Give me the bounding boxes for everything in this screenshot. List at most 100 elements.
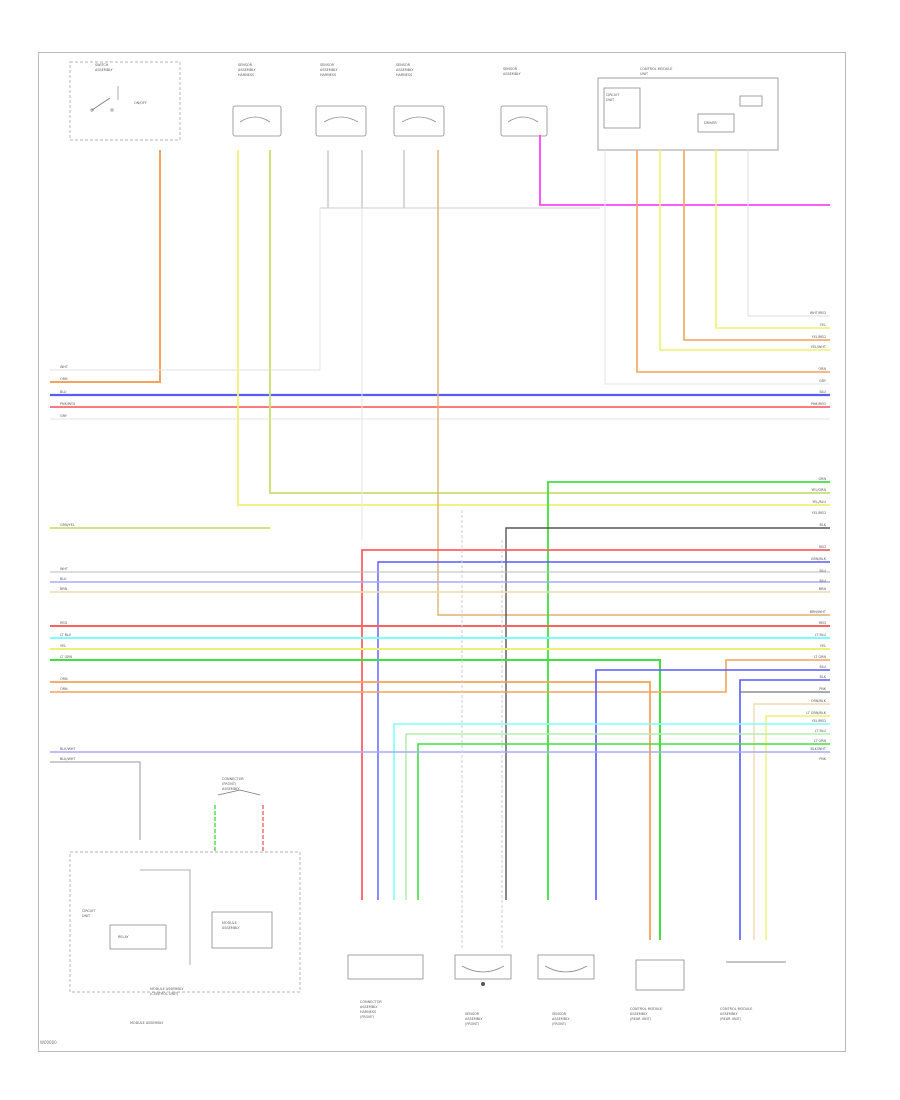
sensor-d-title-1: SENSOR xyxy=(503,67,518,71)
left-wire-label: LT GRN xyxy=(60,655,73,659)
bl-caption-1: MODULE ASSEMBLY xyxy=(150,987,184,991)
left-wire-label: BRN xyxy=(60,587,68,591)
right-wire-label: GRY xyxy=(819,379,827,383)
right-wire-label: BLU xyxy=(819,579,826,583)
bottom-sensor-2: SENSOR ASSEMBLY (FRONT) xyxy=(537,954,595,1026)
right-wire-label: LT GRN/BLK xyxy=(806,711,826,715)
bm1-1: CONTROL MODULE xyxy=(630,1007,662,1011)
left-wire-label: BLK/WHT xyxy=(60,757,76,761)
right-wire-label: YEL/GRN xyxy=(811,488,826,492)
right-wire-label: LT BLU xyxy=(815,729,827,733)
bottom-module-1: CONTROL MODULE ASSEMBLY (REAR UNIT) xyxy=(630,959,685,1021)
bc1-4: (FRONT) xyxy=(360,1015,375,1019)
right-wire-label: GRN/BLK xyxy=(811,557,827,561)
left-wire-label: YEL xyxy=(60,644,66,648)
sensor-c-title-1: SENSOR xyxy=(396,63,411,67)
right-wire-label: BLK xyxy=(820,675,827,679)
right-wire-label: WHT/RED xyxy=(810,311,827,315)
ct-1: CONNECTOR xyxy=(222,777,244,781)
bm2-2: ASSEMBLY xyxy=(720,1012,738,1016)
right-wire-label: ORN xyxy=(818,367,826,371)
bl-footer: MODULE ASSEMBLY xyxy=(130,1021,164,1025)
switch-mark: ON/OFF xyxy=(134,101,147,105)
sensor-a: SENSOR ASSEMBLY HARNESS xyxy=(232,63,282,137)
sensor-c-title-3: HARNESS xyxy=(396,73,412,77)
right-wire-label: YEL/RED xyxy=(812,335,827,339)
right-wire-label: BLK/WHT xyxy=(810,747,826,751)
left-wire-label: WHT xyxy=(60,567,69,571)
sensor-a-title-2: ASSEMBLY xyxy=(238,68,256,72)
bl-box-1: MODULE xyxy=(222,921,237,925)
sensor-b-title-1: SENSOR xyxy=(320,63,335,67)
right-wire-label: YEL/RED xyxy=(812,511,827,515)
bottom-module-2: CONTROL MODULE ASSEMBLY (REAR UNIT) xyxy=(720,961,786,1021)
right-wire-label: RED xyxy=(819,621,826,625)
ct-2: (FRONT) xyxy=(222,782,237,786)
bl-inner-1: CIRCUIT xyxy=(82,909,96,913)
right-wire-label: BRN/WHT xyxy=(810,610,827,614)
bc1-3: HARNESS xyxy=(360,1010,376,1014)
figure-id: W00000 xyxy=(40,1040,57,1045)
right-wire-label: LT GRN xyxy=(814,739,827,743)
left-wire-label: WHT xyxy=(60,365,69,369)
left-wire-label: BLU xyxy=(60,390,67,394)
bc1-2: ASSEMBLY xyxy=(360,1005,378,1009)
right-wire-label: BLK xyxy=(820,523,827,527)
right-wire-label: ORN/BLK xyxy=(811,699,827,703)
right-wire-label: PNK/RED xyxy=(811,402,826,406)
bs1-3: (FRONT) xyxy=(465,1022,480,1026)
right-wire-label: BRN xyxy=(819,587,827,591)
bottom-sensor-1: SENSOR ASSEMBLY (FRONT) xyxy=(454,954,512,1026)
right-wire-label: RED xyxy=(819,545,826,549)
ct-3: ASSEMBLY xyxy=(222,787,240,791)
left-wire-label: ORN xyxy=(60,377,68,381)
bl-caption-2: (CONTROL UNIT) xyxy=(150,992,179,996)
left-wire-label: GRN/YEL xyxy=(60,523,75,527)
switch-title-1: SWITCH xyxy=(95,63,109,67)
right-wire-label: BLU xyxy=(819,390,826,394)
switch-assembly: SWITCH ASSEMBLY ON/OFF xyxy=(69,61,181,141)
bl-box-2: ASSEMBLY xyxy=(222,926,240,930)
sensor-c: SENSOR ASSEMBLY HARNESS xyxy=(393,63,445,137)
left-wire-label: ORN xyxy=(60,677,68,681)
right-wire-label: BLU xyxy=(819,569,826,573)
bottom-connector-1: CONNECTOR ASSEMBLY HARNESS (FRONT) xyxy=(347,954,424,1019)
right-wire-label: YEL/BLU xyxy=(812,500,826,504)
sensor-c-title-2: ASSEMBLY xyxy=(396,68,414,72)
left-wire-label: GRY xyxy=(60,414,68,418)
bc1-1: CONNECTOR xyxy=(360,1000,382,1004)
bs1-1: SENSOR xyxy=(465,1012,480,1016)
bottom-left-module: CIRCUIT UNIT RELAY MODULE ASSEMBLY MODUL… xyxy=(69,851,301,1025)
bm2-3: (REAR UNIT) xyxy=(720,1017,742,1021)
right-wire-label: PNK xyxy=(819,757,827,761)
sensor-a-title-3: HARNESS xyxy=(238,73,254,77)
connector-top-label: CONNECTOR (FRONT) ASSEMBLY xyxy=(222,777,244,791)
control-module-top: CONTROL MODULE UNIT CIRCUIT UNIT DRIVER xyxy=(597,67,779,151)
bs2-3: (FRONT) xyxy=(552,1022,567,1026)
left-wire-label: BLU xyxy=(60,577,67,581)
right-wire-label: LT GRN xyxy=(814,655,827,659)
left-wire-label: BLK/WHT xyxy=(60,747,76,751)
wire-harness xyxy=(50,135,830,950)
sensor-b: SENSOR ASSEMBLY HARNESS xyxy=(315,63,367,137)
bs2-1: SENSOR xyxy=(552,1012,567,1016)
bs1-2: ASSEMBLY xyxy=(465,1017,483,1021)
switch-title-2: ASSEMBLY xyxy=(95,68,113,72)
sensor-d-title-2: ASSEMBLY xyxy=(503,72,521,76)
right-wire-label: LT BLU xyxy=(815,633,827,637)
bl-small: RELAY xyxy=(118,935,130,939)
left-wire-labels: WHTORNBLUPNK/REDGRYGRN/YELWHTBLUBRNREDLT… xyxy=(60,365,76,761)
right-wire-label: YEL/RED xyxy=(812,719,827,723)
bl-inner-2: UNIT xyxy=(82,914,91,918)
bs2-2: ASSEMBLY xyxy=(552,1017,570,1021)
module-top-inner-2: UNIT xyxy=(606,98,615,102)
module-top-inner-1: CIRCUIT xyxy=(606,93,620,97)
left-wire-label: LT BLU xyxy=(60,633,72,637)
bm1-3: (REAR UNIT) xyxy=(630,1017,652,1021)
bm1-2: ASSEMBLY xyxy=(630,1012,648,1016)
right-wire-labels: WHT/RED YEL YEL/RED YEL/WHT ORN GRY BLU PNK/RED… xyxy=(806,311,827,761)
sensor-a-title-1: SENSOR xyxy=(238,63,253,67)
right-wire-label: YEL xyxy=(820,323,826,327)
right-wire-label: YEL/WHT xyxy=(811,345,827,349)
